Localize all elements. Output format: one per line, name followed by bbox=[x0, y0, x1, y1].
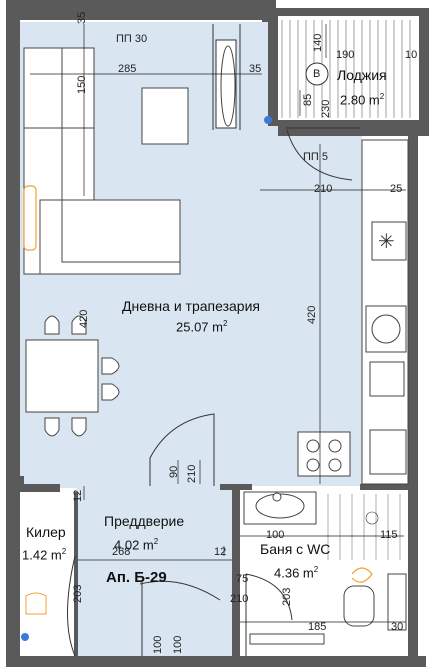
living-room-area: 25.07 m2 bbox=[176, 316, 227, 334]
sofa bbox=[23, 47, 181, 275]
dim-100-hall-b: 100 bbox=[172, 635, 184, 654]
loggia-area-value: 2.80 m bbox=[340, 92, 380, 108]
dim-12-bath: 12 bbox=[214, 546, 227, 558]
storage-floor bbox=[20, 492, 74, 658]
storage-name: Килер bbox=[26, 524, 66, 540]
dim-185: 185 bbox=[308, 621, 327, 633]
hall-area-value: 4.02 m bbox=[114, 537, 154, 553]
lamp-icon bbox=[220, 45, 236, 127]
dim-100-hall-a: 100 bbox=[152, 635, 164, 654]
loggia-badge bbox=[305, 62, 329, 86]
dim-90: 90 bbox=[168, 465, 180, 478]
dim-210-door: 210 bbox=[186, 464, 198, 483]
bath-area-unit: 2 bbox=[313, 565, 319, 574]
bath-fixtures bbox=[243, 491, 407, 645]
storage-area-unit: 2 bbox=[61, 547, 67, 556]
dim-203-bath: 203 bbox=[281, 587, 293, 606]
dim-25: 25 bbox=[390, 183, 403, 195]
dim-100-bath: 100 bbox=[266, 529, 285, 541]
dim-140: 140 bbox=[312, 33, 324, 52]
storage-area-value: 1.42 m bbox=[22, 547, 62, 563]
bath-area-value: 4.36 m bbox=[274, 565, 314, 581]
hall-area-unit: 2 bbox=[153, 537, 159, 546]
bath-area: 4.36 m2 bbox=[274, 562, 318, 580]
living-room-area-value: 25.07 m bbox=[176, 319, 223, 335]
dim-85: 85 bbox=[302, 93, 314, 106]
hall-area: 4.02 m2 bbox=[114, 534, 158, 552]
dim-115: 115 bbox=[380, 529, 398, 541]
bath-name: Баня с WC bbox=[260, 541, 331, 557]
walls bbox=[6, 0, 429, 667]
dining-table bbox=[25, 339, 99, 413]
dimension-lines bbox=[30, 24, 406, 623]
side-cushion-icon bbox=[23, 185, 37, 251]
dim-210-bath: 210 bbox=[230, 593, 249, 605]
living-room-name: Дневна и трапезария bbox=[122, 298, 260, 314]
dim-75: 75 bbox=[236, 573, 249, 585]
dim-35-wall: 35 bbox=[249, 63, 262, 75]
storage-drain-icon bbox=[21, 633, 29, 641]
hall-name: Преддверие bbox=[104, 513, 185, 529]
dining-chairs bbox=[44, 315, 120, 437]
storage-area: 1.42 m2 bbox=[22, 544, 66, 562]
dim-420-right: 420 bbox=[306, 305, 318, 324]
loggia-name: Лоджия bbox=[337, 67, 387, 83]
dim-150: 150 bbox=[76, 75, 88, 94]
apartment-id: Ап. Б-29 bbox=[106, 569, 167, 586]
loggia-drain-icon bbox=[264, 116, 272, 124]
window-label-pp30: ПП 30 bbox=[116, 33, 148, 45]
storage-heater-icon bbox=[25, 592, 47, 615]
loggia-area-unit: 2 bbox=[379, 92, 385, 101]
dim-35-top: 35 bbox=[76, 11, 88, 24]
doors bbox=[67, 413, 293, 657]
loggia-floor bbox=[274, 18, 425, 122]
kitchen-counter bbox=[297, 139, 409, 485]
heater-swirl-icon bbox=[351, 567, 373, 583]
window-label-pp5: ПП 5 bbox=[303, 151, 328, 163]
dim-203-storage: 203 bbox=[72, 584, 84, 603]
fan-icon: ✳ bbox=[378, 229, 395, 253]
dim-285: 285 bbox=[118, 63, 137, 75]
loggia-badge-letter: B bbox=[313, 68, 321, 80]
coffee-table bbox=[141, 87, 189, 145]
dim-268: 268 bbox=[112, 546, 131, 558]
dim-190: 190 bbox=[336, 49, 355, 61]
dim-230: 230 bbox=[320, 99, 332, 118]
living-room-area-unit: 2 bbox=[222, 319, 228, 328]
loggia-railing bbox=[281, 20, 411, 118]
dim-30: 30 bbox=[391, 621, 404, 633]
hall-floor bbox=[77, 488, 237, 658]
loggia-area: 2.80 m2 bbox=[340, 89, 384, 107]
dim-10: 10 bbox=[405, 49, 418, 61]
shower-area bbox=[327, 494, 401, 560]
dim-12-hall: 12 bbox=[72, 489, 84, 502]
dim-210-kitchen: 210 bbox=[314, 183, 333, 195]
dim-420-left: 420 bbox=[78, 309, 90, 328]
